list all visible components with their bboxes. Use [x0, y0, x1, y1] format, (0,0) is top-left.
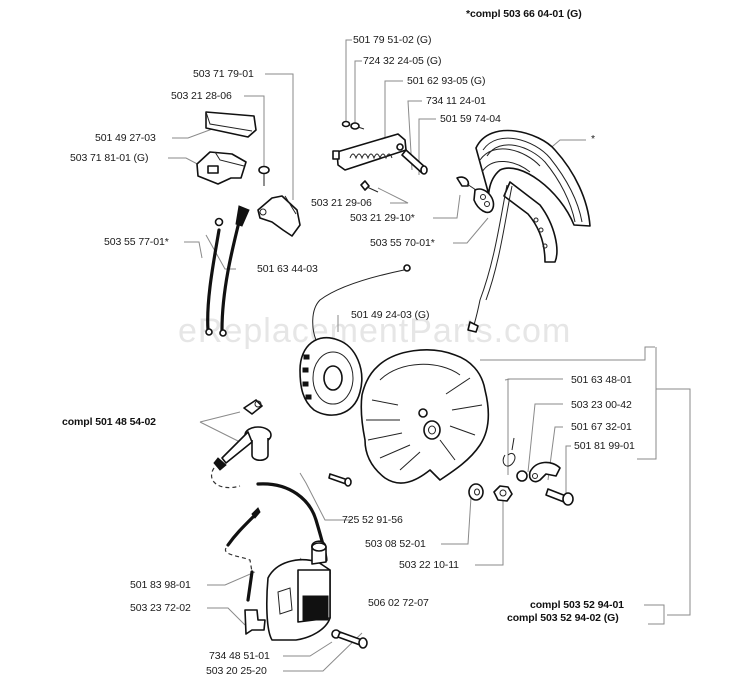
part-label[interactable]: 501 63 48-01	[571, 374, 632, 386]
part-label[interactable]: 501 79 51-02 (G)	[353, 34, 432, 46]
bolt-icon	[337, 631, 368, 649]
part-label[interactable]: 734 11 24-01	[426, 95, 486, 107]
shoulder-bolt-icon	[545, 488, 574, 506]
ignition-cable-icon	[219, 205, 250, 337]
switch-housing-icon	[196, 151, 247, 185]
assembly-label-ignition-cover-kit: *compl 503 66 04-01 (G)	[466, 8, 582, 20]
cable-path-dashed	[224, 547, 253, 573]
part-label[interactable]: 503 55 77-01*	[104, 236, 169, 248]
ground-terminal-icon	[226, 507, 261, 547]
part-label[interactable]: 724 32 24-05 (G)	[363, 55, 442, 67]
spark-plug-spring-icon	[243, 399, 263, 415]
heat-shield-plate-icon	[332, 133, 407, 171]
part-label[interactable]: 734 48 51-01	[209, 650, 270, 662]
part-label[interactable]: 501 63 44-03	[257, 263, 318, 275]
spacer-sleeve-icon	[401, 149, 428, 175]
part-label[interactable]: 501 67 32-01	[571, 421, 632, 433]
part-label[interactable]: 501 49 27-03	[95, 132, 156, 144]
part-label[interactable]: 503 71 79-01	[193, 68, 254, 80]
assembly-label-starter-pawl-kit[interactable]: compl 503 52 94-01	[530, 599, 624, 611]
ignition-module-icon	[266, 540, 331, 641]
connector-clip-icon	[244, 609, 266, 635]
part-label[interactable]: 501 62 93-05 (G)	[407, 75, 486, 87]
screw-icon	[328, 473, 352, 487]
washer-icon	[516, 470, 528, 482]
terminal-icon	[246, 570, 254, 602]
part-label[interactable]: 501 49 24-03 (G)	[351, 309, 430, 321]
washer-icon	[341, 120, 351, 128]
part-label[interactable]: 501 81 99-01	[574, 440, 635, 452]
stop-switch-icon	[456, 176, 495, 214]
nut-icon	[493, 485, 513, 502]
part-label[interactable]: 503 23 00-42	[571, 399, 632, 411]
cable-path-dashed	[210, 467, 241, 489]
part-label[interactable]: 503 22 10-11	[399, 559, 459, 571]
starter-pawl-icon	[528, 461, 561, 483]
screw-icon	[350, 122, 365, 130]
part-label[interactable]: 503 20 25-20	[206, 665, 267, 677]
bracket-icon	[257, 195, 301, 237]
ground-lead-icon	[312, 264, 411, 341]
part-label[interactable]: 506 02 72-07	[368, 597, 429, 609]
screw-small-icon	[360, 180, 379, 193]
part-label[interactable]: 503 21 29-10*	[350, 212, 415, 224]
ground-wire-icon	[467, 184, 513, 333]
washer-icon	[468, 483, 484, 501]
screw-icon	[258, 165, 270, 186]
cover-cap-icon	[205, 111, 257, 138]
ignition-cover-icon	[475, 129, 591, 263]
spark-plug-cap-icon	[213, 426, 272, 471]
assembly-label-starter-pawl-kit-g[interactable]: compl 503 52 94-02 (G)	[507, 612, 619, 624]
assembly-label-spark-plug-cap-kit[interactable]: compl 501 48 54-02	[62, 416, 156, 428]
flywheel-ring-icon	[299, 336, 363, 416]
leader-lines	[168, 39, 691, 672]
part-label[interactable]: 503 21 29-06	[311, 197, 372, 209]
short-circuit-cable-icon	[205, 217, 224, 336]
part-label[interactable]: 501 83 98-01	[130, 579, 191, 591]
part-label[interactable]: 501 59 74-04	[440, 113, 501, 125]
spring-icon	[502, 437, 516, 467]
part-label[interactable]: 503 71 81-01 (G)	[70, 152, 149, 164]
part-label[interactable]: 503 23 72-02	[130, 602, 191, 614]
part-label[interactable]: 503 21 28-06	[171, 90, 232, 102]
asterisk-marker: *	[591, 133, 595, 145]
part-label[interactable]: 503 08 52-01	[365, 538, 426, 550]
flywheel-icon	[360, 349, 490, 484]
part-label[interactable]: 725 52 91-56	[342, 514, 403, 526]
part-label[interactable]: 503 55 70-01*	[370, 237, 435, 249]
